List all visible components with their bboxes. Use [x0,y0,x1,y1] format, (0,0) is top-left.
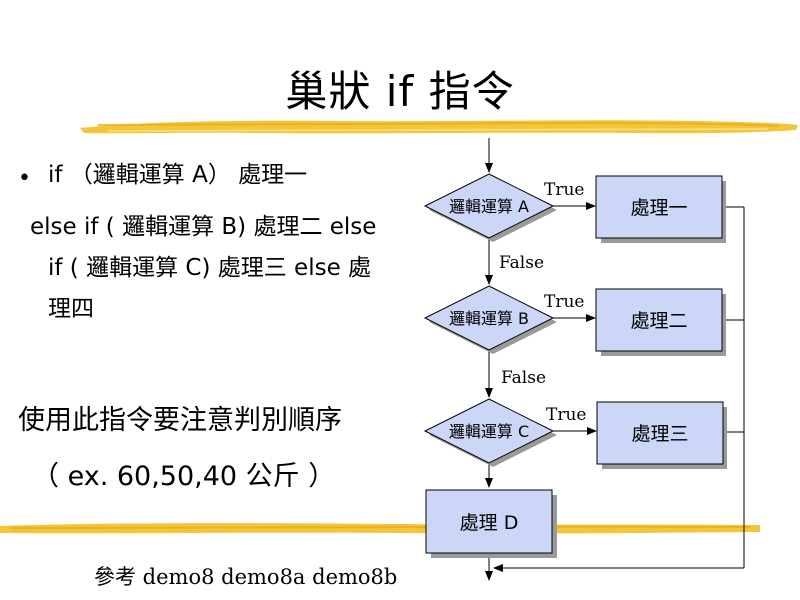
decision-b: 邏輯運算 B [423,285,557,354]
true-label-b: True [544,292,584,312]
brush-stroke-divider [80,120,798,134]
bullet-line-1: if （邏輯運算 A） 處理一 [48,162,308,188]
process-d-label: 處理 D [460,512,519,534]
process-1: 處理一 [595,175,726,243]
reference-demos: 參考 demo8 demo8a demo8b [94,565,398,589]
process-2-label: 處理二 [630,310,687,332]
bullet-line-3: if ( 邏輯運算 C) 處理三 else 處 [48,255,372,281]
bullet-line-4: 理四 [48,296,94,322]
true-label-a: True [544,180,584,200]
bullet-line-2: else if ( 邏輯運算 B) 處理二 else [30,214,377,240]
true-label-c: True [546,405,586,425]
example-note: （ ex. 60,50,40 公斤 ） [32,461,336,492]
process-3-label: 處理三 [631,423,688,445]
decision-c-label: 邏輯運算 C [449,422,529,441]
bullet-dot-icon: • [18,166,31,191]
false-label-b: False [501,368,546,388]
slide-title: 巢狀 if 指令 [285,67,515,116]
decision-c: 邏輯運算 C [423,398,557,467]
footer-brush-stroke [0,523,760,534]
decision-a: 邏輯運算 A [423,173,557,242]
decision-a-label: 邏輯運算 A [449,197,529,216]
process-1-label: 處理一 [630,197,687,219]
process-2: 處理二 [595,288,726,356]
process-3: 處理三 [596,401,727,469]
order-note: 使用此指令要注意判別順序 [18,405,342,436]
process-d: 處理 D [425,489,557,558]
decision-b-label: 邏輯運算 B [449,309,529,328]
false-label-a: False [499,253,544,273]
